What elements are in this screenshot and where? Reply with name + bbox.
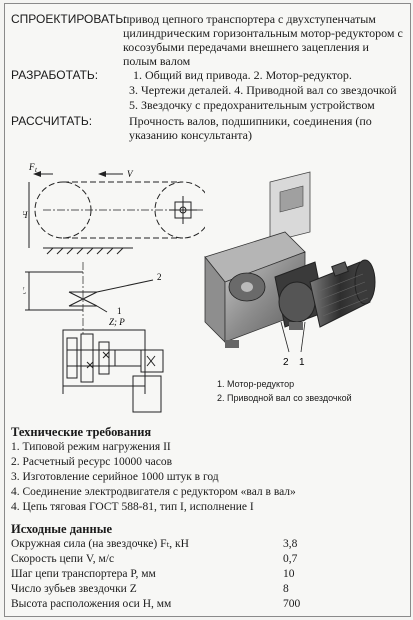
velocity-label: V bbox=[127, 169, 134, 179]
callout-1: 1 bbox=[117, 306, 122, 316]
photo-callout-1: 1 bbox=[299, 357, 305, 368]
calc-text: Прочность валов, подшипники, соединения … bbox=[129, 114, 372, 142]
drive-photo: 2 1 bbox=[204, 171, 376, 368]
input-row-value: 10 bbox=[283, 568, 295, 580]
input-row: Шаг цепи транспортера P, мм 10 bbox=[11, 567, 406, 582]
input-row-value: 700 bbox=[283, 598, 301, 610]
requirement-4: 4. Соединение электродвигателя с редукто… bbox=[11, 486, 296, 498]
requirements-title: Технические требования bbox=[11, 425, 152, 439]
calc-label: РАССЧИТАТЬ: bbox=[11, 114, 93, 128]
develop-item-3: 5. Звездочку с предохранительным устройс… bbox=[129, 98, 375, 112]
input-row-value: 8 bbox=[283, 583, 289, 595]
length-label: L bbox=[23, 286, 26, 296]
input-row-label: Высота расположения оси H, мм bbox=[11, 598, 172, 610]
input-row-label: Окружная сила (на звездочке) Fₜ, кН bbox=[11, 538, 189, 550]
input-row-label: Шаг цепи транспортера P, мм bbox=[11, 568, 156, 580]
input-row: Окружная сила (на звездочке) Fₜ, кН 3,8 bbox=[11, 537, 406, 552]
design-text: привод цепного транспортера с двухступен… bbox=[123, 12, 403, 68]
input-row-label: Скорость цепи V, м/с bbox=[11, 553, 115, 565]
input-row: Скорость цепи V, м/с 0,7 bbox=[11, 552, 406, 567]
drive-schematic: F t V H L 2 1 Z; P bbox=[23, 162, 205, 413]
requirement-1: 1. Типовой режим нагружения II bbox=[11, 441, 171, 453]
develop-item-2: 3. Чертежи деталей. 4. Приводной вал со … bbox=[129, 83, 397, 97]
design-label: СПРОЕКТИРОВАТЬ: bbox=[11, 12, 127, 26]
input-row: Высота расположения оси H, мм 700 bbox=[11, 597, 406, 612]
height-label: H bbox=[23, 210, 28, 220]
input-row: Число зубьев звездочки Z 8 bbox=[11, 582, 406, 597]
requirement-3: 3. Изготовление серийное 1000 штук в год bbox=[11, 471, 219, 483]
develop-item-1: 1. Общий вид привода. 2. Мотор-редуктор. bbox=[133, 68, 352, 82]
requirement-5: 4. Цепь тяговая ГОСТ 588-81, тип I, испо… bbox=[11, 501, 254, 513]
input-data-title: Исходные данные bbox=[11, 522, 113, 536]
input-row-value: 3,8 bbox=[283, 538, 298, 550]
force-label: F bbox=[28, 162, 35, 172]
assignment-sheet: СПРОЕКТИРОВАТЬ: привод цепного транспорт… bbox=[4, 3, 411, 617]
force-subscript: t bbox=[35, 166, 38, 174]
input-row-value: 0,7 bbox=[283, 553, 298, 565]
develop-label: РАЗРАБОТАТЬ: bbox=[11, 68, 99, 82]
requirement-2: 2. Расчетный ресурс 10000 часов bbox=[11, 456, 173, 468]
photo-callout-2: 2 bbox=[283, 357, 289, 368]
callout-2: 2 bbox=[157, 272, 162, 282]
input-row-label: Число зубьев звездочки Z bbox=[11, 583, 137, 595]
photo-caption-1: 1. Мотор-редуктор bbox=[217, 379, 295, 389]
zp-label: Z; P bbox=[109, 317, 125, 327]
photo-caption-2: 2. Приводной вал со звездочкой bbox=[217, 393, 352, 403]
